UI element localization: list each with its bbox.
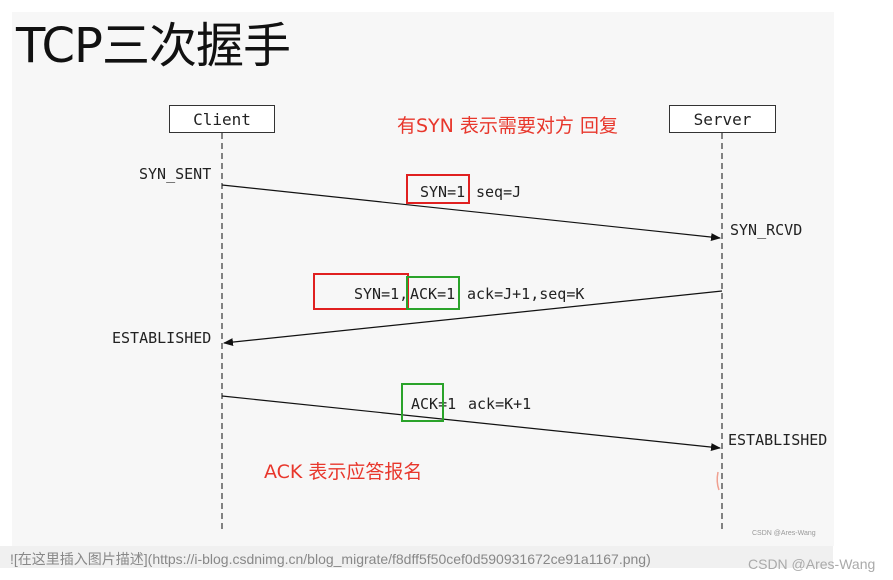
server-state-established: ESTABLISHED bbox=[728, 431, 828, 449]
msg3-flag: ACK=1 bbox=[411, 395, 457, 413]
msg1-flag: SYN=1 bbox=[420, 183, 466, 201]
syn-ack-arrow bbox=[223, 290, 723, 347]
msg2-ack-seq: ack=J+1,seq=K bbox=[467, 285, 585, 303]
msg2-syn-flag: SYN=1, bbox=[354, 285, 409, 303]
image-watermark: CSDN @Ares-Wang bbox=[752, 530, 816, 537]
client-state-established: ESTABLISHED bbox=[112, 329, 212, 347]
client-state-syn-sent: SYN_SENT bbox=[139, 165, 212, 183]
red-mark bbox=[716, 471, 720, 491]
diagram-title: TCP三次握手 bbox=[16, 18, 291, 74]
csdn-watermark: CSDN @Ares-Wang bbox=[748, 556, 876, 572]
diagram-panel bbox=[12, 12, 834, 546]
server-state-syn-rcvd: SYN_RCVD bbox=[730, 221, 803, 239]
syn-note: 有SYN 表示需要对方 回复 bbox=[397, 115, 618, 137]
footer-bar bbox=[0, 546, 833, 568]
image-markdown-link[interactable]: ![在这里插入图片描述](https://i-blog.csdnimg.cn/b… bbox=[10, 551, 651, 567]
client-node: Client bbox=[169, 105, 275, 133]
msg1-syn-highlight bbox=[406, 174, 470, 204]
ack-note: ACK 表示应答报名 bbox=[264, 461, 423, 483]
msg1-seq: seq=J bbox=[476, 183, 522, 201]
msg2-ack-highlight bbox=[406, 276, 460, 310]
msg3-ack: ack=K+1 bbox=[468, 395, 532, 413]
msg2-ack-flag: ACK=1 bbox=[410, 285, 456, 303]
ack-arrow bbox=[221, 395, 721, 452]
msg2-syn-highlight bbox=[313, 273, 409, 310]
syn-arrow bbox=[221, 184, 721, 242]
server-node: Server bbox=[669, 105, 776, 133]
msg3-ack-highlight bbox=[401, 383, 444, 422]
